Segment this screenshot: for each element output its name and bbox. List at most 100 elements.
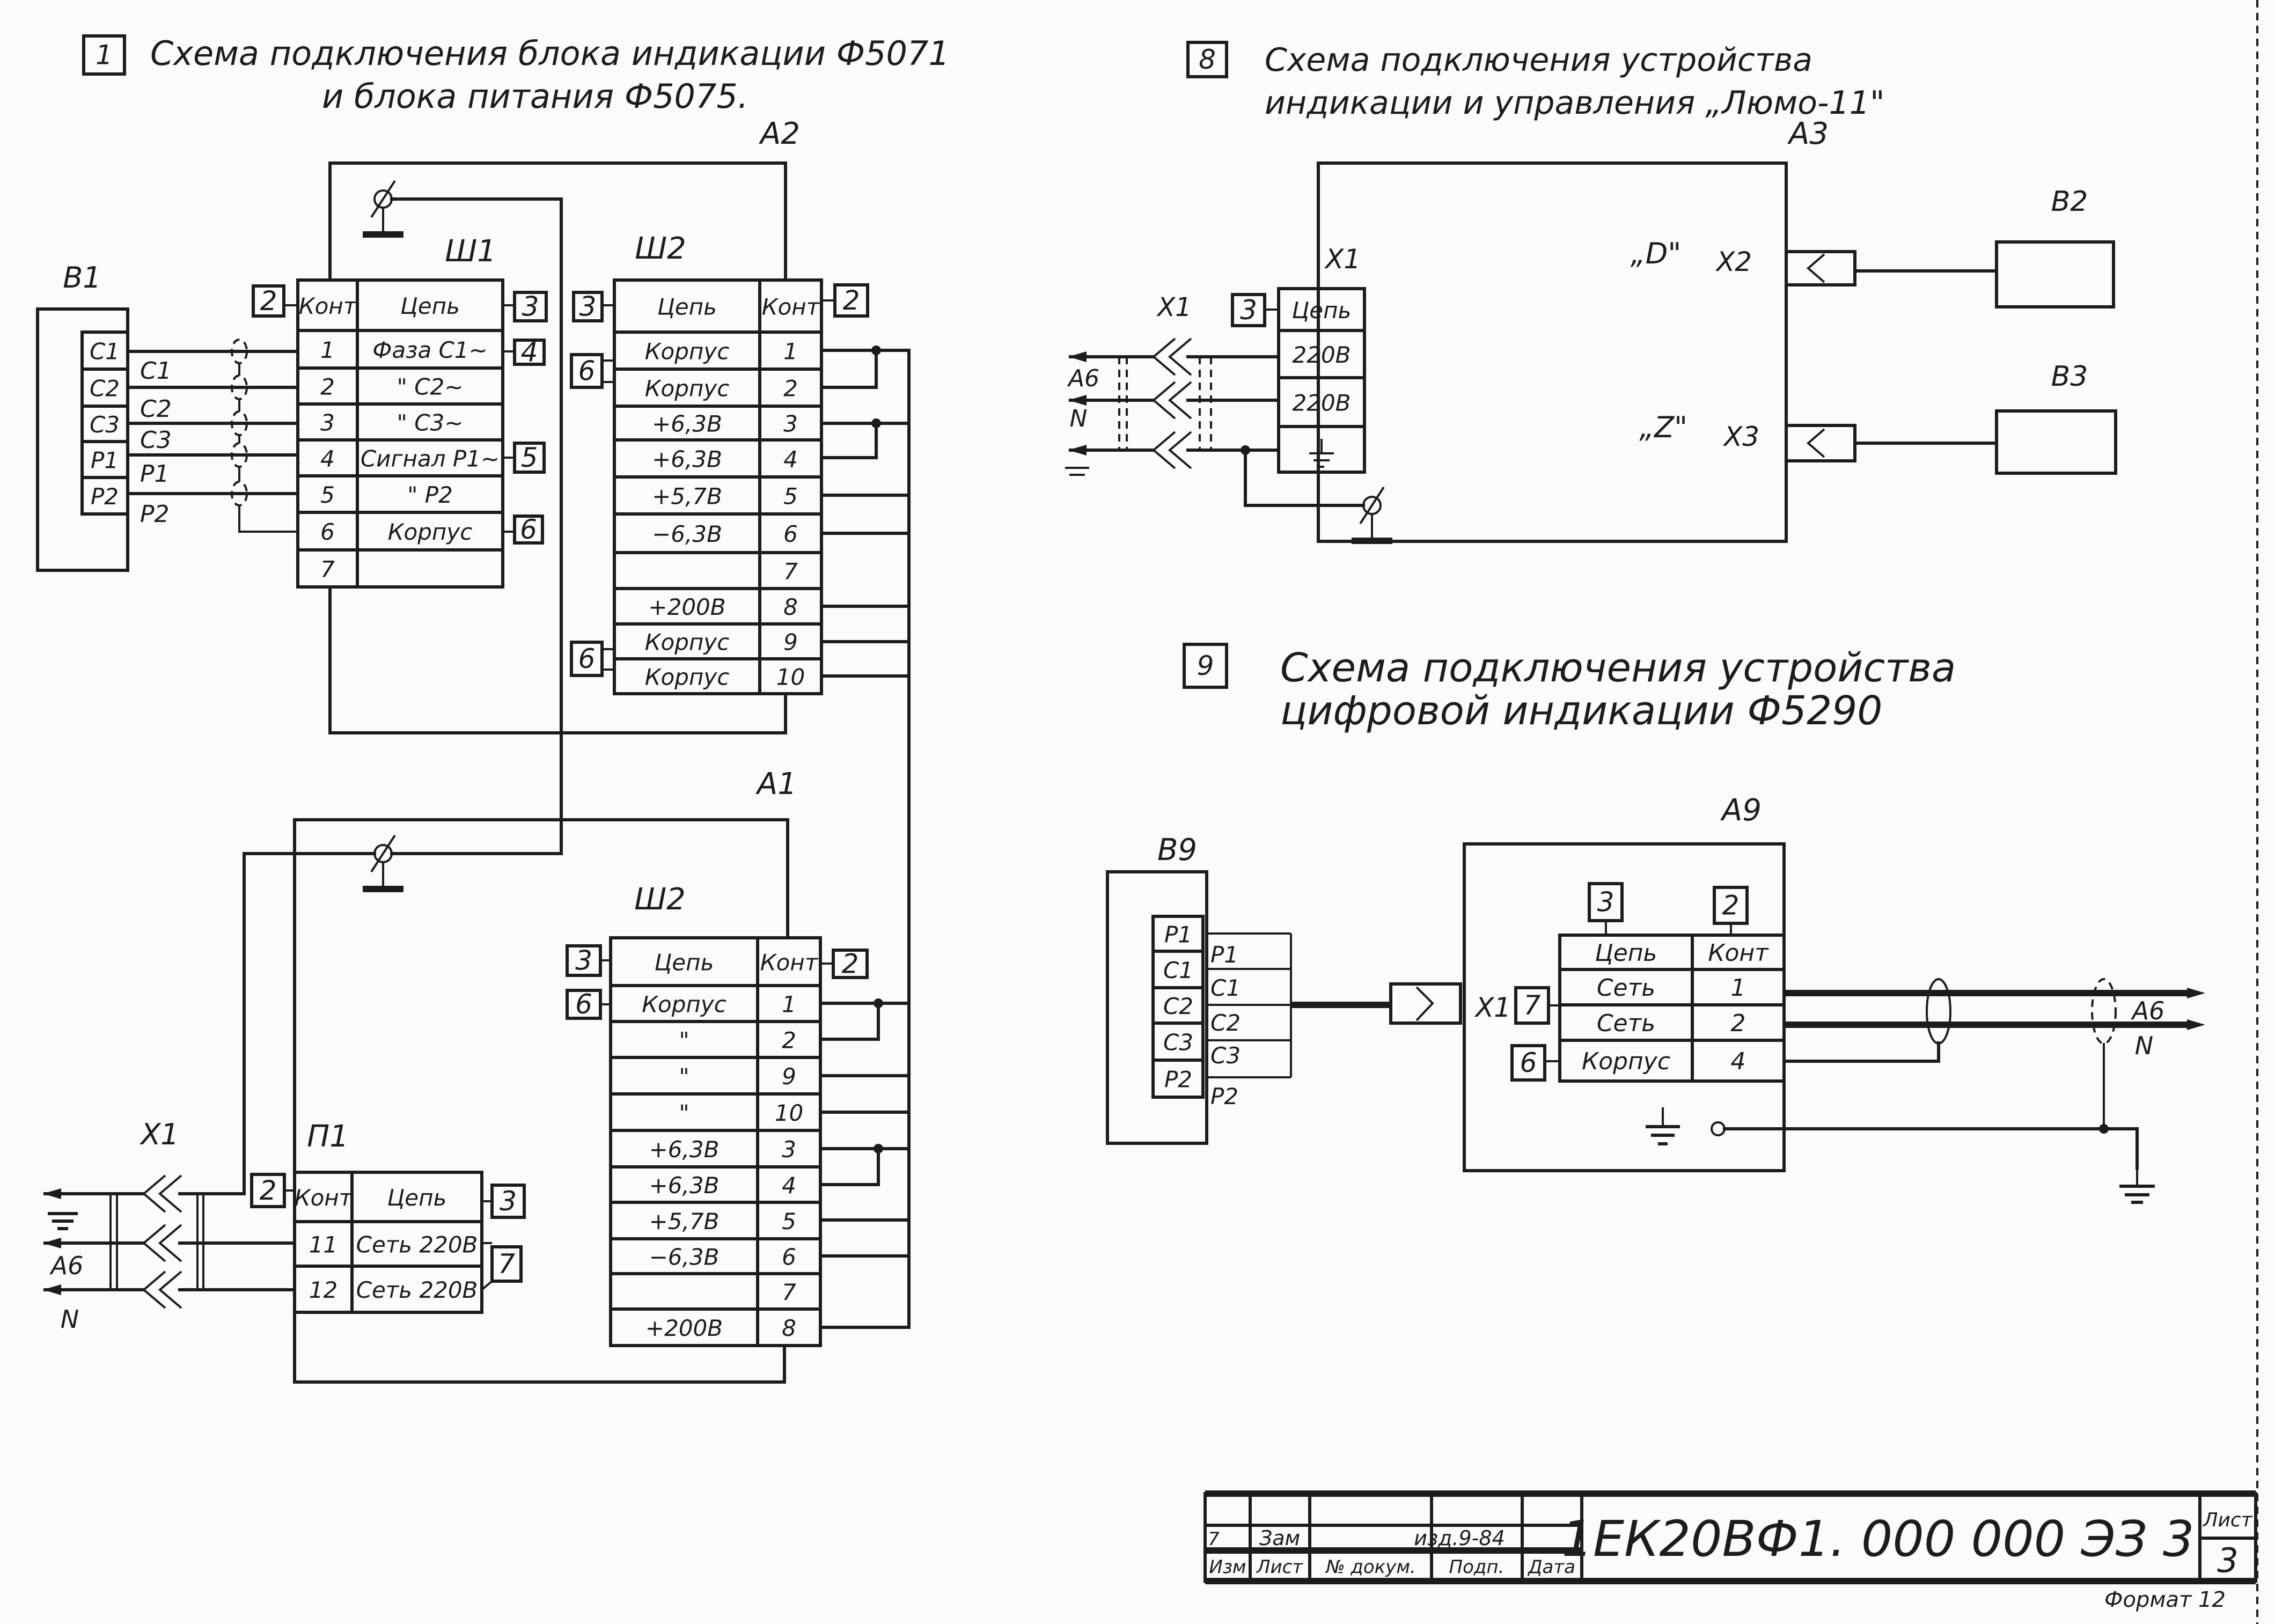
reference-box — [513, 291, 548, 322]
connector-label-x2: Х2 — [1715, 246, 1752, 277]
a9-table-cell: 2 — [1731, 1010, 1746, 1037]
reference-number: 2 — [260, 285, 277, 317]
arrow-icon — [2187, 988, 2205, 998]
sh1-table-cell: 3 — [320, 410, 335, 436]
sh2-bottom-table-cell: " — [679, 1027, 689, 1054]
b1-pin: Р1 — [91, 447, 119, 474]
reference-number: 6 — [578, 643, 596, 674]
title-line-1: Схема подключения устройства — [1280, 645, 1956, 691]
sh2-top-table-cell: −6,3В — [652, 521, 722, 547]
sheet-label: Лист — [2202, 1509, 2252, 1531]
line-label-a6: А6 — [1067, 365, 1099, 392]
arrow-icon — [1068, 351, 1087, 362]
reference-number: 3 — [1240, 295, 1257, 326]
reference-box — [570, 353, 604, 389]
sh2-top-table-cell: 5 — [783, 483, 798, 510]
p1-table-cell: Сеть 220В — [356, 1277, 478, 1303]
sh2-bottom-table-cell: 9 — [782, 1063, 796, 1090]
junction-dot — [871, 346, 881, 355]
reference-box — [570, 641, 604, 677]
wire-label: С2 — [1210, 1010, 1241, 1036]
title-line-2: цифровой индикации Ф5290 — [1280, 688, 1882, 734]
block-label-a1: А1 — [755, 767, 797, 802]
a2-outline — [328, 585, 787, 734]
reference-number: 7 — [1524, 990, 1541, 1021]
sh2-bottom-table-cell: +6,3В — [649, 1136, 720, 1163]
sh2-top-table-cell: 6 — [783, 521, 798, 547]
title-line-2: и блока питания Ф5075. — [322, 77, 748, 116]
x2-socket — [1785, 250, 1856, 286]
sh2-bottom-table-cell: 2 — [782, 1027, 796, 1054]
a9-table-cell: Конт — [1708, 939, 1769, 967]
sh2-top-table-cell: Корпус — [645, 629, 730, 656]
change-type: Зам — [1259, 1526, 1300, 1550]
reference-number: 9 — [1197, 650, 1214, 681]
a2-outline — [328, 161, 787, 282]
sensor-b3 — [1995, 409, 2117, 475]
wire-label: Р1 — [1210, 942, 1238, 968]
p1-table-cell: Сеть 220В — [356, 1232, 478, 1258]
shield-slash-icon — [370, 180, 396, 218]
ground-terminal-icon — [1711, 1121, 1726, 1136]
sh2-bottom-table-cell: Корпус — [642, 991, 726, 1018]
b9-pin: С1 — [1163, 957, 1193, 983]
sh2-top-table-cell: Конт — [762, 294, 820, 320]
plug-chevron-icon — [1151, 431, 1176, 469]
sh2-top-table-cell: 10 — [776, 664, 805, 690]
title-block-column-label: Лист — [1256, 1556, 1303, 1578]
sensor-b2 — [1995, 240, 2115, 308]
sh2-bottom-table-cell: 7 — [782, 1279, 796, 1305]
ground-wire — [1244, 449, 1365, 507]
b9-pin: Р1 — [1164, 922, 1192, 948]
channel-label-d: „D" — [1631, 237, 1681, 270]
sh1-table-cell: Корпус — [388, 519, 473, 545]
plug-chevron-icon — [1168, 381, 1192, 420]
connector-label-sh2-lower: Ш2 — [634, 882, 686, 917]
b1-pin: Р2 — [91, 483, 119, 510]
sh2-top-table-cell: 2 — [783, 376, 798, 402]
format-label: Формат 12 — [2104, 1588, 2226, 1612]
sh2-top-table-cell: +6,3В — [652, 446, 722, 473]
b9-pin: С3 — [1163, 1030, 1193, 1056]
x1-plug-shell — [1389, 982, 1462, 1025]
plug-chevron-icon — [1168, 337, 1192, 376]
channel-label-z: „Z" — [1639, 410, 1687, 444]
title-line-1: Схема подключения блока индикации Ф5071 — [150, 34, 950, 73]
connector-label-sh2: Ш2 — [635, 231, 686, 266]
plug-chevron-icon — [142, 1224, 166, 1262]
sh2-bottom-table-cell: " — [679, 1100, 689, 1126]
reference-number: 2 — [842, 949, 859, 980]
reference-number: 5 — [521, 442, 538, 473]
arrow-icon — [1068, 445, 1087, 455]
x1-table-cell: Цепь — [1292, 297, 1352, 324]
sh2-top-table-cell: 9 — [783, 629, 798, 656]
x3-socket — [1785, 424, 1856, 462]
connector-label-sh1: Ш1 — [445, 234, 496, 269]
a9-table-frame — [1558, 934, 1786, 1083]
b9-pin: С2 — [1163, 993, 1193, 1019]
connector-label-b1: В1 — [63, 261, 101, 295]
line-label-n: N — [2135, 1031, 2153, 1060]
reference-number: 8 — [1199, 44, 1216, 75]
reference-box — [1186, 41, 1228, 78]
b9-frame — [1106, 870, 1208, 1145]
reference-box — [82, 34, 126, 76]
plug-chevron-icon — [158, 1270, 182, 1309]
sh1-table-cell: " Р2 — [407, 482, 453, 508]
plug-label-x1: Х1 — [1156, 292, 1191, 322]
sh1-table-cell: 7 — [320, 556, 335, 583]
plug-chevron-icon — [158, 1224, 182, 1262]
bus-jumper-wire — [819, 1002, 880, 1041]
b9-pin: Р2 — [1164, 1067, 1192, 1093]
sh1-table-cell: 4 — [320, 446, 335, 472]
arrow-icon — [43, 1284, 61, 1295]
change-number: 7 — [1208, 1529, 1220, 1550]
reference-box — [490, 1245, 523, 1283]
reference-number: 3 — [579, 291, 597, 322]
sensor-label-b3: В3 — [2051, 361, 2088, 393]
sh2-top-table-cell: Корпус — [645, 339, 730, 365]
sh2-bottom-table-cell: Цепь — [655, 950, 714, 976]
p1-table-cell: 12 — [309, 1277, 337, 1303]
